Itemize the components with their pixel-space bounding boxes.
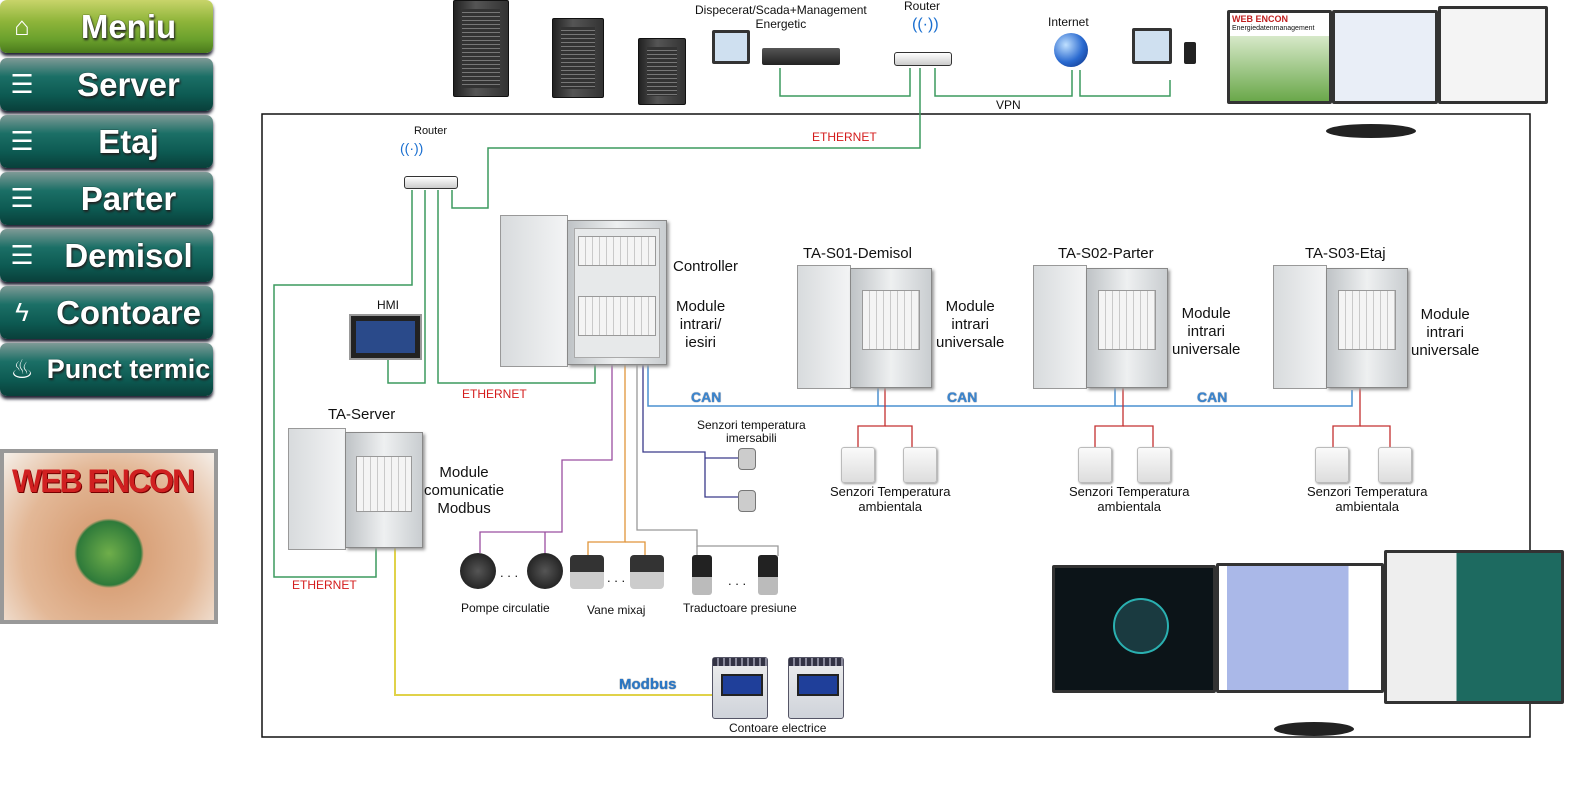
webencon-logo[interactable]: WEB ENCON [0,449,218,624]
pump-icon[interactable] [527,553,563,589]
parter-button[interactable]: ☰Parter [0,172,213,225]
ambient-sensor[interactable] [1315,447,1349,483]
system-frame [261,113,1531,738]
can-bus [647,365,1353,407]
energy-meter[interactable] [788,657,844,719]
monitor-stand [1274,722,1354,736]
monitor-center [1332,10,1438,104]
monitor-left: WEB ENCON Energiedatenmanagement [1227,10,1332,104]
monitor-right [1438,6,1548,104]
house-icon: ⌂ [14,11,30,41]
floor-icon: ☰ [10,69,34,99]
ambient-sensor[interactable] [841,447,875,483]
immersion-sensor[interactable] [738,490,756,512]
server-rack-icon [552,18,604,98]
floor-icon: ☰ [10,240,34,270]
scada-monitor-left [1052,565,1216,693]
router-icon [894,52,952,66]
immersion-sensor[interactable] [738,448,756,470]
wifi-icon: ((·)) [400,140,424,156]
demisol-button[interactable]: ☰Demisol [0,229,213,282]
ambient-sensor[interactable] [1078,447,1112,483]
mixing-valve-icon[interactable] [630,555,664,589]
pressure-transducer-icon[interactable] [758,555,778,595]
pressure-transducer-icon[interactable] [692,555,712,595]
scada-monitor-center [1216,563,1384,693]
monitor-stand [1326,124,1416,138]
globe-icon [1054,33,1088,67]
remote-workstation-icon [1132,28,1172,64]
sensor-wires [857,388,1391,447]
workstation-icon [712,30,750,64]
server-rack-icon [638,38,686,105]
floor-icon: ☰ [10,183,34,213]
floor-icon: ☰ [10,126,34,156]
pump-icon[interactable] [460,553,496,589]
energy-meter[interactable] [712,657,768,719]
menu-button[interactable]: ⌂Meniu [0,0,213,53]
router-icon [404,176,458,189]
ambient-sensor[interactable] [1378,447,1412,483]
punct-termic-button[interactable]: ♨Punct termic [0,343,213,396]
hmi-panel[interactable] [349,314,422,360]
ambient-sensor[interactable] [903,447,937,483]
lightning-icon: ϟ [15,297,29,327]
etaj-button[interactable]: ☰Etaj [0,115,213,168]
wifi-icon: ((·)) [912,16,939,33]
server-rack-icon [453,0,509,97]
ambient-sensor[interactable] [1137,447,1171,483]
ethernet-lines [273,68,1171,578]
smartphone-icon [1184,42,1196,64]
server-button[interactable]: ☰Server [0,58,213,111]
scada-monitor-right [1384,550,1564,704]
flame-icon: ♨ [10,354,34,384]
scada-server-icon [762,48,840,65]
mixing-valve-icon[interactable] [570,555,604,589]
